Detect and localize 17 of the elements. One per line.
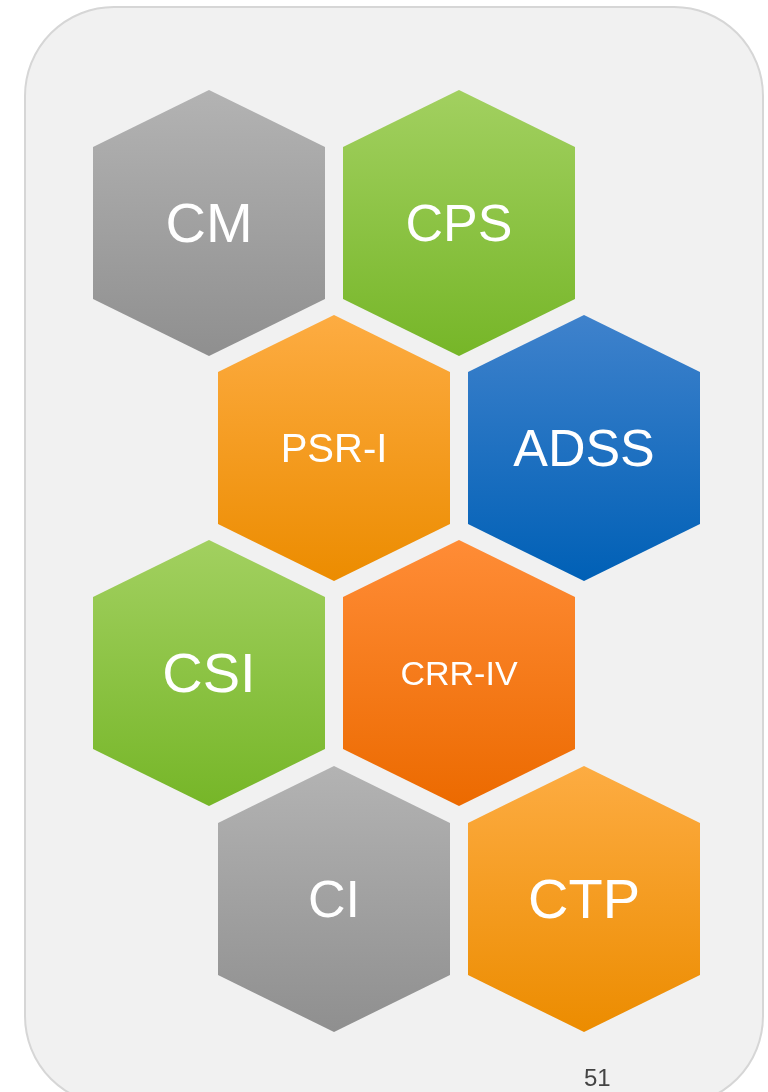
hexagon-label: CTP — [528, 871, 640, 927]
hexagon-tile — [218, 766, 450, 1032]
page-number: 51 — [584, 1064, 611, 1092]
hexagon-tile — [343, 540, 575, 806]
hexagon-label: CI — [308, 873, 360, 925]
hexagon-tile — [468, 315, 700, 581]
hexagon-tile — [93, 540, 325, 806]
hexagon-label: CSI — [162, 645, 256, 701]
hexagon-tile — [343, 90, 575, 356]
hexagon-label: CPS — [405, 197, 513, 249]
hexagon-tile — [468, 766, 700, 1032]
hexagon-tile — [218, 315, 450, 581]
hexagon-label: ADSS — [513, 422, 655, 474]
hexagon-tile — [93, 90, 325, 356]
hexagon-label: PSR-I — [280, 428, 388, 468]
hexagon-label: CRR-IV — [400, 656, 518, 690]
hexagon-label: CM — [165, 195, 253, 251]
